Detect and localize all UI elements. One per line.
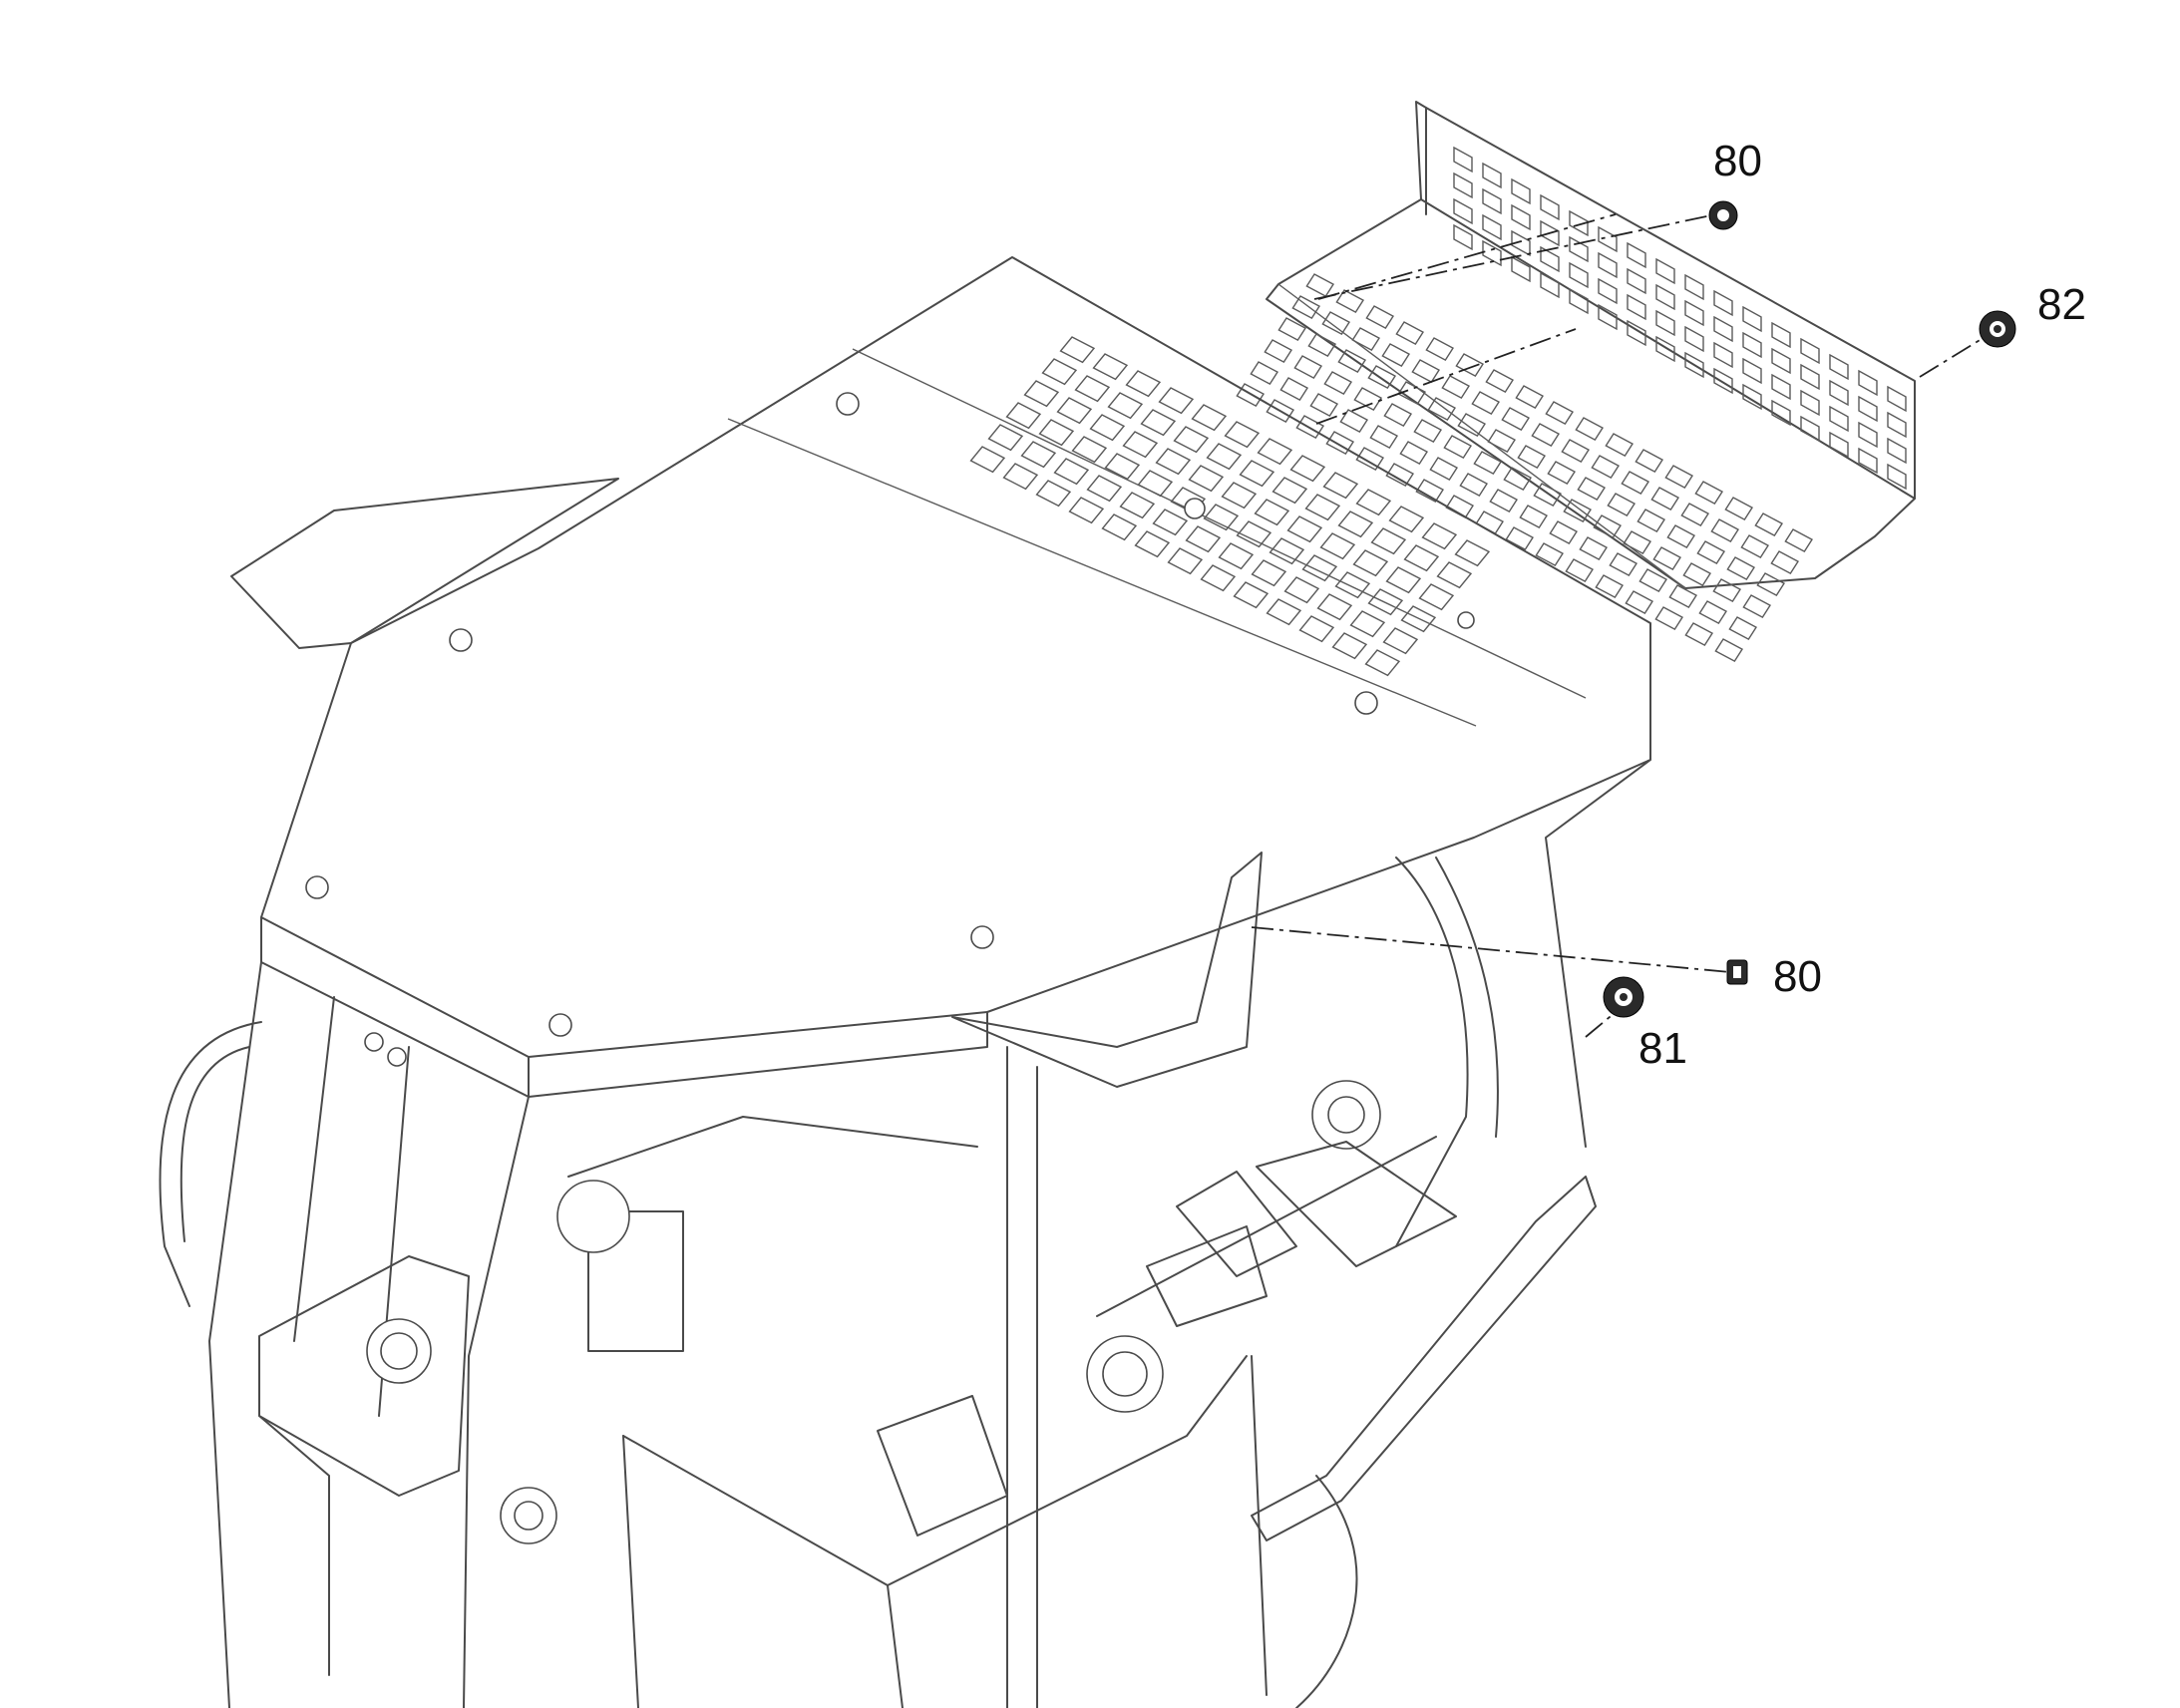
fitting-81 bbox=[1603, 976, 1644, 1018]
grille-panel bbox=[1236, 101, 1916, 663]
callout-label-82: 82 bbox=[2037, 280, 2086, 329]
callout-label-80-side: 80 bbox=[1773, 952, 1822, 1001]
callout-label-80-top: 80 bbox=[1713, 137, 1762, 185]
roof-vent-holes bbox=[969, 336, 1491, 677]
leader-line-80-top bbox=[1313, 210, 1731, 300]
leader-line-81 bbox=[1585, 1011, 1617, 1038]
leader-line-82 bbox=[1919, 333, 1991, 378]
leader-line-panel-mid bbox=[1315, 328, 1577, 425]
canopy-roof bbox=[230, 256, 1651, 1148]
grille-holes bbox=[1236, 146, 1907, 663]
leader-line-80-side bbox=[1251, 926, 1731, 973]
leader-line-panel-top bbox=[1317, 213, 1617, 300]
leader-lines bbox=[1251, 210, 1991, 1038]
callout-label-81: 81 bbox=[1638, 1024, 1687, 1073]
fitting-82 bbox=[1979, 310, 2016, 348]
nut-80-top bbox=[1708, 200, 1738, 230]
nut-80-side bbox=[1726, 959, 1748, 985]
fastener-parts bbox=[1603, 200, 2016, 1018]
cab-frame bbox=[159, 856, 1597, 1708]
